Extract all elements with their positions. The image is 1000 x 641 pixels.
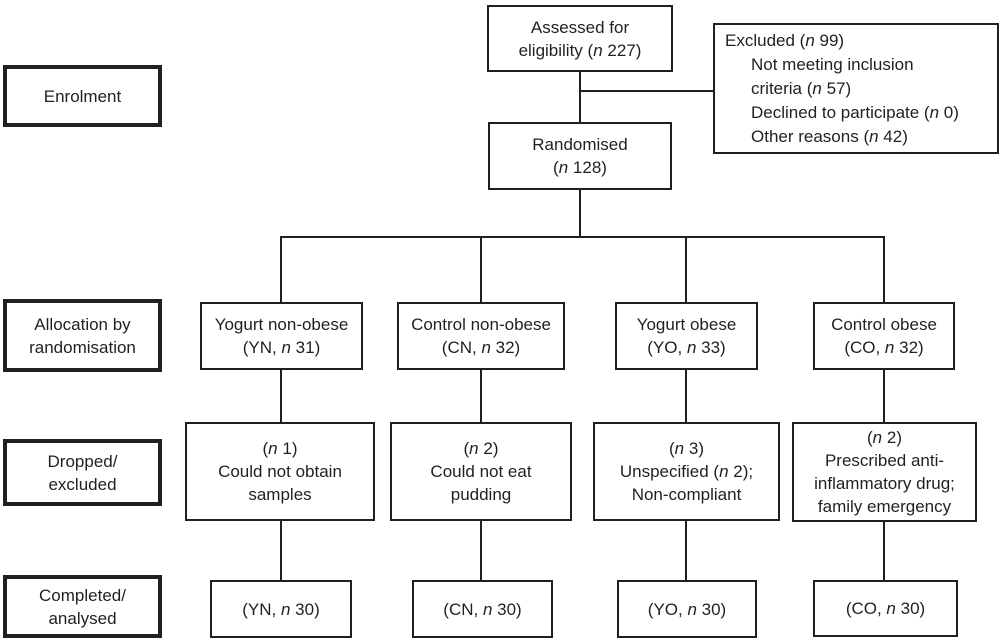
dropped-box-cn: (n 2) Could not eat pudding <box>390 422 572 521</box>
connector-bus-cn <box>480 236 482 302</box>
text-line: pudding <box>450 485 512 504</box>
connector-alloc-dropped-cn <box>480 370 482 422</box>
text-line: family emergency <box>817 497 952 516</box>
text-line: (YO, n 33) <box>647 338 726 357</box>
text-line: (YO, n 30) <box>647 599 727 619</box>
text-line: (n 3) <box>669 439 704 458</box>
allocation-box-cn: Control non-obese (CN, n 32) <box>397 302 565 370</box>
text-line: eligibility (n 227) <box>518 40 642 60</box>
completed-box-cn: (CN, n 30) <box>412 580 553 638</box>
connector-bus-yn <box>280 236 282 302</box>
text-line: (CN, n 30) <box>443 599 522 619</box>
allocation-box-yn: Yogurt non-obese (YN, n 31) <box>200 302 363 370</box>
text-line: randomisation <box>29 337 136 357</box>
connector-dropped-completed-yn <box>280 521 282 580</box>
assessed-box: Assessed for eligibility (n 227) <box>487 5 673 72</box>
connector-dropped-completed-cn <box>480 521 482 580</box>
allocation-box-yo: Yogurt obese (YO, n 33) <box>615 302 758 370</box>
text-line: (CN, n 32) <box>441 338 521 357</box>
text-line: Yogurt non-obese <box>214 315 349 334</box>
text-line: Control obese <box>831 315 937 334</box>
text-line: Could not obtain <box>218 462 342 481</box>
text-line: Allocation by <box>34 314 131 334</box>
text-line: Declined to participate (n 0) <box>751 103 959 122</box>
text-line: Control non-obese <box>411 315 551 334</box>
text-line: (n 1) <box>262 439 298 458</box>
text-line: inflammatory drug; <box>814 474 955 493</box>
text-line: Not meeting inclusion <box>751 55 914 74</box>
text-line: (n 2) <box>867 428 902 447</box>
connector-dropped-completed-yo <box>685 521 687 580</box>
text-line: Randomised <box>532 135 628 154</box>
randomised-box: Randomised (n 128) <box>488 122 672 190</box>
text-line: Enrolment <box>43 86 122 106</box>
text-line: (CO, n 30) <box>845 599 926 618</box>
text-line: Dropped/ <box>47 451 118 471</box>
text-line: Yogurt obese <box>636 315 737 334</box>
text-line: Assessed for <box>530 17 630 37</box>
excluded-box: Excluded (n 99) Not meeting inclusion cri… <box>713 23 999 154</box>
stage-label-dropped: Dropped/excluded <box>3 439 162 506</box>
connector-bus-co <box>883 236 885 302</box>
excluded-title: Excluded (n 99) <box>725 31 845 50</box>
text-line: (YN, n 31) <box>242 338 321 357</box>
connector-alloc-dropped-yo <box>685 370 687 422</box>
text-line: Non-compliant <box>631 485 742 504</box>
text-line: Other reasons (n 42) <box>751 127 908 146</box>
text-line: (YN, n 30) <box>242 599 320 619</box>
allocation-box-co: Control obese (CO, n 32) <box>813 302 955 370</box>
completed-box-yn: (YN, n 30) <box>210 580 352 638</box>
text-line: analysed <box>48 608 117 628</box>
text-line: Completed/ <box>39 585 126 605</box>
text-line: Could not eat <box>430 462 532 481</box>
completed-box-co: (CO, n 30) <box>813 580 958 637</box>
connector-dropped-completed-co <box>883 521 885 580</box>
connector-randomised-bus <box>579 190 581 237</box>
stage-label-allocation: Allocation by randomisation <box>3 299 162 372</box>
connector-alloc-dropped-co <box>883 370 885 422</box>
connector-alloc-dropped-yn <box>280 370 282 422</box>
dropped-box-yn: (n 1) Could not obtain samples <box>185 422 375 521</box>
connector-bus-yo <box>685 236 687 302</box>
text-line: (n 128) <box>553 158 607 177</box>
text-line: (n 2) <box>463 439 499 458</box>
dropped-box-co: (n 2) Prescribed anti-inflammatory drug; f… <box>792 422 977 522</box>
connector-assessed-randomised <box>579 72 581 122</box>
text-line: excluded <box>48 474 117 494</box>
excluded-reasons: Not meeting inclusion criteria (n 57) Decl… <box>725 53 959 149</box>
stage-label-enrolment: Enrolment <box>3 65 162 127</box>
text-line: (CO, n 32) <box>844 338 924 357</box>
stage-label-completed: Completed/analysed <box>3 575 162 638</box>
text-line: Prescribed anti- <box>824 451 945 470</box>
text-line: Unspecified (n 2); <box>619 462 754 481</box>
connector-allocation-bus <box>280 236 885 238</box>
text-line: criteria (n 57) <box>751 79 852 98</box>
dropped-box-yo: (n 3) Unspecified (n 2); Non-compliant <box>593 422 780 521</box>
text-line: samples <box>248 485 312 504</box>
completed-box-yo: (YO, n 30) <box>617 580 757 638</box>
connector-to-excluded <box>580 90 713 92</box>
